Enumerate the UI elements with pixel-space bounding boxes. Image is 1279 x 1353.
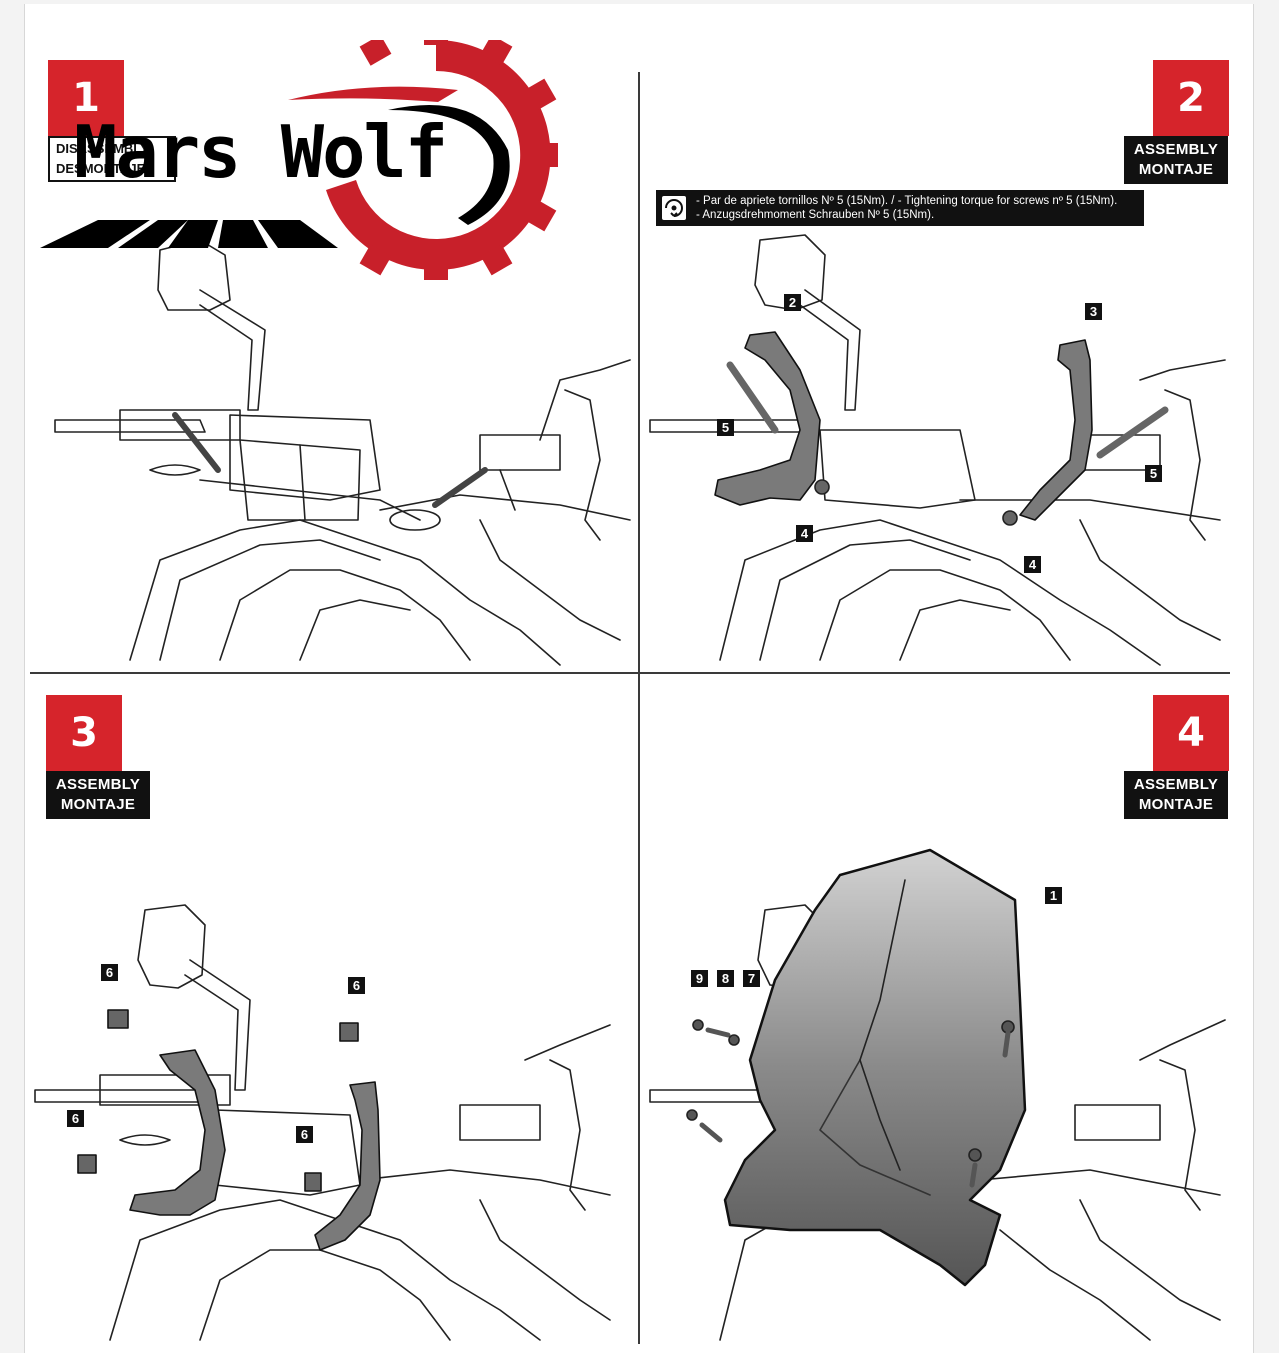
step3-label: ASSEMBLY MONTAJE: [46, 771, 150, 819]
callout-part-7: 7: [743, 970, 760, 987]
step3-number-badge: 3: [46, 695, 122, 771]
step1-label: DISASSEMBLY DESMONTAJE: [48, 136, 176, 182]
callout-part-6-a: 6: [101, 964, 118, 981]
callout-part-3: 3: [1085, 303, 1102, 320]
mars-wolf-logo: Mars Wolf: [38, 40, 558, 280]
step3-label-line1: ASSEMBLY: [55, 776, 141, 793]
torque-note: - Par de apriete tornillos Nº 5 (15Nm). …: [656, 190, 1144, 226]
callout-part-8: 8: [717, 970, 734, 987]
callout-part-4-right: 4: [1024, 556, 1041, 573]
step1-number-badge: 1: [48, 60, 124, 136]
callout-part-2: 2: [784, 294, 801, 311]
step4-label: ASSEMBLY MONTAJE: [1124, 771, 1228, 819]
step2-label-line1: ASSEMBLY: [1133, 141, 1219, 158]
callout-part-5-right: 5: [1145, 465, 1162, 482]
step2-label-line2: MONTAJE: [1138, 161, 1214, 178]
step4-number-badge: 4: [1153, 695, 1229, 771]
brand-name: Mars Wolf: [74, 110, 448, 194]
horizontal-divider: [30, 672, 1230, 674]
callout-part-6-b: 6: [348, 977, 365, 994]
step1-label-line1: DISASSEMBLY: [56, 141, 149, 156]
callout-part-9: 9: [691, 970, 708, 987]
vertical-divider: [638, 72, 640, 1344]
callout-part-5-left: 5: [717, 419, 734, 436]
step4-label-line2: MONTAJE: [1138, 796, 1214, 813]
step3-label-line2: MONTAJE: [60, 796, 136, 813]
torque-wrench-icon: [662, 196, 686, 220]
torque-note-line2: - Anzugsdrehmoment Schrauben Nº 5 (15Nm)…: [696, 209, 935, 221]
step1-label-line2: DESMONTAJE: [56, 161, 146, 176]
callout-part-1: 1: [1045, 887, 1062, 904]
step4-label-line1: ASSEMBLY: [1133, 776, 1219, 793]
callout-part-4-left: 4: [796, 525, 813, 542]
step2-label: ASSEMBLY MONTAJE: [1124, 136, 1228, 184]
callout-part-6-d: 6: [296, 1126, 313, 1143]
callout-part-6-c: 6: [67, 1110, 84, 1127]
step2-number-badge: 2: [1153, 60, 1229, 136]
step1-illustration: [54, 239, 631, 666]
step4-illustration: [649, 848, 1226, 1341]
step3-illustration: [34, 904, 611, 1341]
step2-illustration: [649, 234, 1226, 666]
torque-note-line1: - Par de apriete tornillos Nº 5 (15Nm). …: [696, 195, 1118, 207]
gear-logo-icon: [40, 40, 558, 280]
